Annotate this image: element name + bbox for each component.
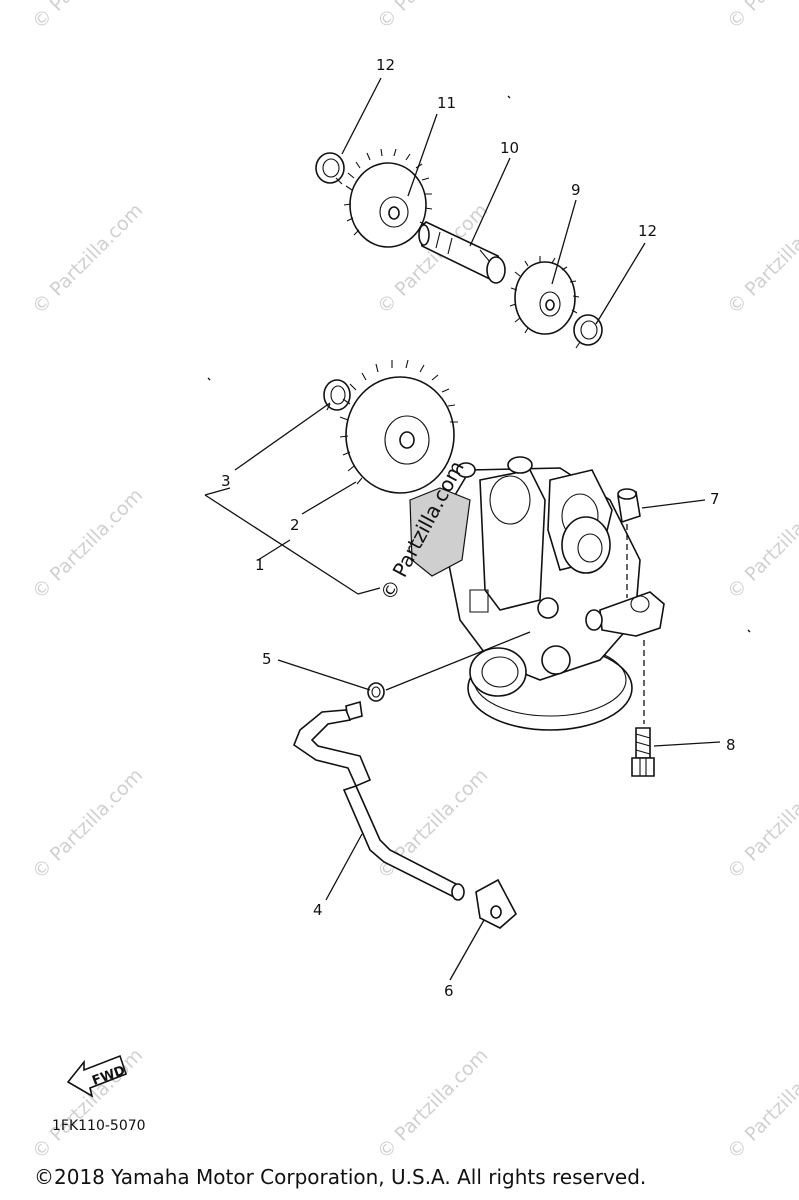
callout-12-right: 12 — [638, 222, 657, 240]
watermark: © Partzilla.com — [723, 1044, 799, 1163]
watermark: © Partzilla.com — [723, 199, 799, 318]
callout-9: 9 — [571, 181, 581, 199]
callout-numbers: 12 11 10 9 12 3 2 1 7 5 8 4 6 — [221, 56, 736, 1000]
callout-6: 6 — [444, 982, 454, 1000]
watermark: © Partzilla.com — [28, 199, 147, 318]
watermark: © Partzilla.com — [723, 0, 799, 34]
callout-5: 5 — [262, 650, 272, 668]
watermark: © Partzilla.com — [28, 0, 147, 34]
callout-1: 1 — [255, 556, 265, 574]
watermark: © Partzilla.com — [723, 764, 799, 883]
leader-lines — [204, 77, 751, 981]
callout-2: 2 — [290, 516, 300, 534]
o-ring-5-part — [367, 682, 385, 702]
callout-7: 7 — [710, 490, 720, 508]
callout-12-top: 12 — [376, 56, 395, 74]
oil-pipe-4-part — [293, 700, 465, 901]
gear-11-part — [343, 148, 433, 248]
callout-8: 8 — [726, 736, 736, 754]
watermark: © Partzilla.com — [28, 484, 147, 603]
gear-9-part — [509, 256, 580, 335]
drawing-code: 1FK110-5070 — [52, 1118, 146, 1134]
copyright-notice: ©2018 Yamaha Motor Corporation, U.S.A. A… — [34, 1165, 647, 1189]
fwd-arrow-icon: FWD — [66, 1054, 127, 1098]
pump-shaft-part — [418, 221, 506, 284]
large-gear-2-part — [339, 359, 458, 494]
circlip-right-part — [573, 314, 603, 349]
watermark: © Partzilla.com — [28, 764, 147, 883]
collar-7-part — [617, 488, 641, 524]
watermark: © Partzilla.com — [373, 0, 492, 34]
watermark: © Partzilla.com — [28, 1044, 147, 1163]
callout-3: 3 — [221, 472, 231, 490]
block-6-part — [475, 878, 518, 929]
callout-10: 10 — [500, 139, 519, 157]
callout-4: 4 — [313, 901, 323, 919]
bolt-8-part — [631, 727, 655, 777]
callout-11: 11 — [437, 94, 456, 112]
circlip-3-part — [323, 379, 351, 411]
watermark: © Partzilla.com — [723, 484, 799, 603]
oil-pump-body-part — [409, 456, 665, 731]
watermark: © Partzilla.com — [373, 1044, 492, 1163]
circlip-left-part — [315, 152, 345, 185]
